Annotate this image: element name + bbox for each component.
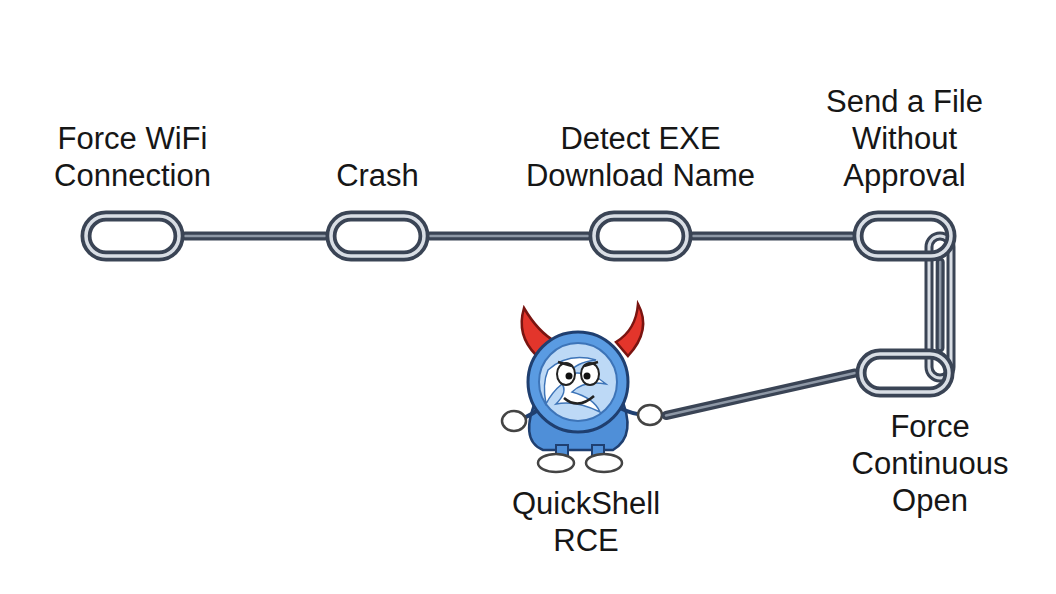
chain-bar (693, 236, 852, 237)
chain-link-ring (861, 354, 949, 392)
chain-bar (666, 373, 855, 416)
chain-link-ring (858, 216, 951, 256)
chain-link: Crash (325, 210, 430, 262)
chain-link-highlight (86, 216, 179, 256)
chain-step-label: Crash (278, 157, 478, 194)
chain-bar-body (666, 373, 855, 416)
chain-bar-body (693, 232, 852, 241)
chain-bar-body (430, 232, 588, 241)
chain-bar (185, 236, 325, 237)
chain-bar-body (936, 262, 945, 348)
chain-bar-body (185, 232, 325, 241)
chain-bar (940, 262, 941, 348)
chain-link: Force Continuous Open (855, 348, 955, 398)
chain-link-outline (80, 210, 185, 262)
chain-bar-highlight (430, 235, 588, 238)
chain-link: Detect EXE Download Name (588, 210, 693, 262)
chain-step-label: Force WiFi Connection (33, 120, 233, 194)
chain-step-label: Detect EXE Download Name (501, 120, 781, 194)
chain-link-outline (325, 210, 430, 262)
chain-link: Send a File Without Approval (852, 210, 957, 262)
chain-link-outline (855, 348, 955, 398)
chain-bar-highlight (939, 262, 942, 348)
chain-link-highlight (858, 216, 951, 256)
chain-link-outline (588, 210, 693, 262)
chain-step-label: Force Continuous Open (832, 408, 1028, 519)
chain-bar-highlight (185, 235, 325, 238)
chain-bar-highlight (693, 235, 852, 238)
mascot-node: QuickShell RCE (498, 300, 666, 475)
chain-link: Force WiFi Connection (80, 210, 185, 262)
chain-link-outline (852, 210, 957, 262)
chain-bar (430, 236, 588, 237)
chain-link-ring (86, 216, 179, 256)
chain-step-label: Send a File Without Approval (807, 83, 1003, 194)
chain-link-highlight (594, 216, 687, 256)
chain-link-ring (594, 216, 687, 256)
chain-step-label: QuickShell RCE (476, 485, 696, 559)
chain-link-highlight (331, 216, 424, 256)
chain-link-highlight (861, 354, 949, 392)
chain-link-ring (331, 216, 424, 256)
chain-bar-highlight (666, 373, 855, 416)
mascot-illustration (502, 304, 662, 472)
